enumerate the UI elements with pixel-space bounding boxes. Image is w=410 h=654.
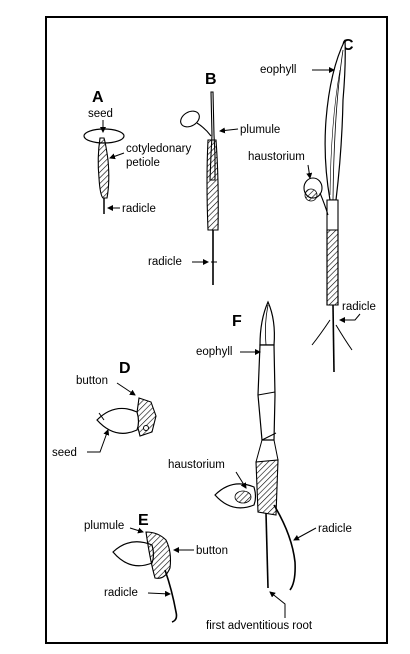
label-e-button: button (196, 545, 228, 557)
seed-d (96, 407, 140, 434)
first-adventitious-root-f (265, 512, 269, 589)
seed-b (180, 110, 200, 128)
hatched-base-f (255, 459, 279, 516)
stage-letter-a: A (92, 89, 104, 106)
button-e (145, 531, 172, 579)
label-f-first-root: first adventitious root (206, 620, 313, 632)
label-f-haustorium: haustorium (168, 459, 225, 471)
label-e-radicle: radicle (104, 587, 138, 599)
stage-letter-d: D (119, 360, 131, 377)
stage-letter-e: E (138, 512, 149, 529)
label-c-haustorium: haustorium (248, 151, 305, 163)
petiole-b (206, 139, 219, 231)
label-a-seed: seed (88, 108, 113, 120)
radicle-e (164, 569, 178, 623)
label-e-plumule: plumule (84, 520, 124, 532)
label-a-petiole: petiole (126, 157, 160, 169)
label-a-radicle: radicle (122, 203, 156, 215)
stage-c: C eophyll haustorium radicle (248, 37, 376, 373)
stage-a: A seed cotyledonary petiole radicle (83, 89, 191, 215)
figure-border (45, 16, 388, 644)
label-f-eophyll: eophyll (196, 346, 232, 358)
stage-d: D button seed (52, 360, 157, 459)
stage-letter-f: F (232, 313, 242, 330)
label-d-seed: seed (52, 447, 77, 459)
label-c-radicle: radicle (342, 301, 376, 313)
stage-e: E plumule button radicle (84, 512, 228, 623)
label-c-eophyll: eophyll (260, 64, 296, 76)
label-b-radicle: radicle (148, 256, 182, 268)
eophyll-c (324, 39, 346, 201)
radicle-c (332, 304, 335, 373)
label-f-radicle: radicle (318, 523, 352, 535)
seed-e (112, 541, 155, 567)
cotyledonary-petiole-a (97, 137, 110, 199)
label-a-cotyledonary: cotyledonary (126, 143, 191, 155)
radicle-f (273, 504, 296, 591)
stage-b: B plumule radicle (148, 71, 280, 285)
label-b-plumule: plumule (240, 124, 280, 136)
label-d-button: button (76, 375, 108, 387)
stage-f: F eophyll haustorium radicle first adven… (168, 300, 352, 632)
stage-letter-b: B (205, 71, 217, 88)
